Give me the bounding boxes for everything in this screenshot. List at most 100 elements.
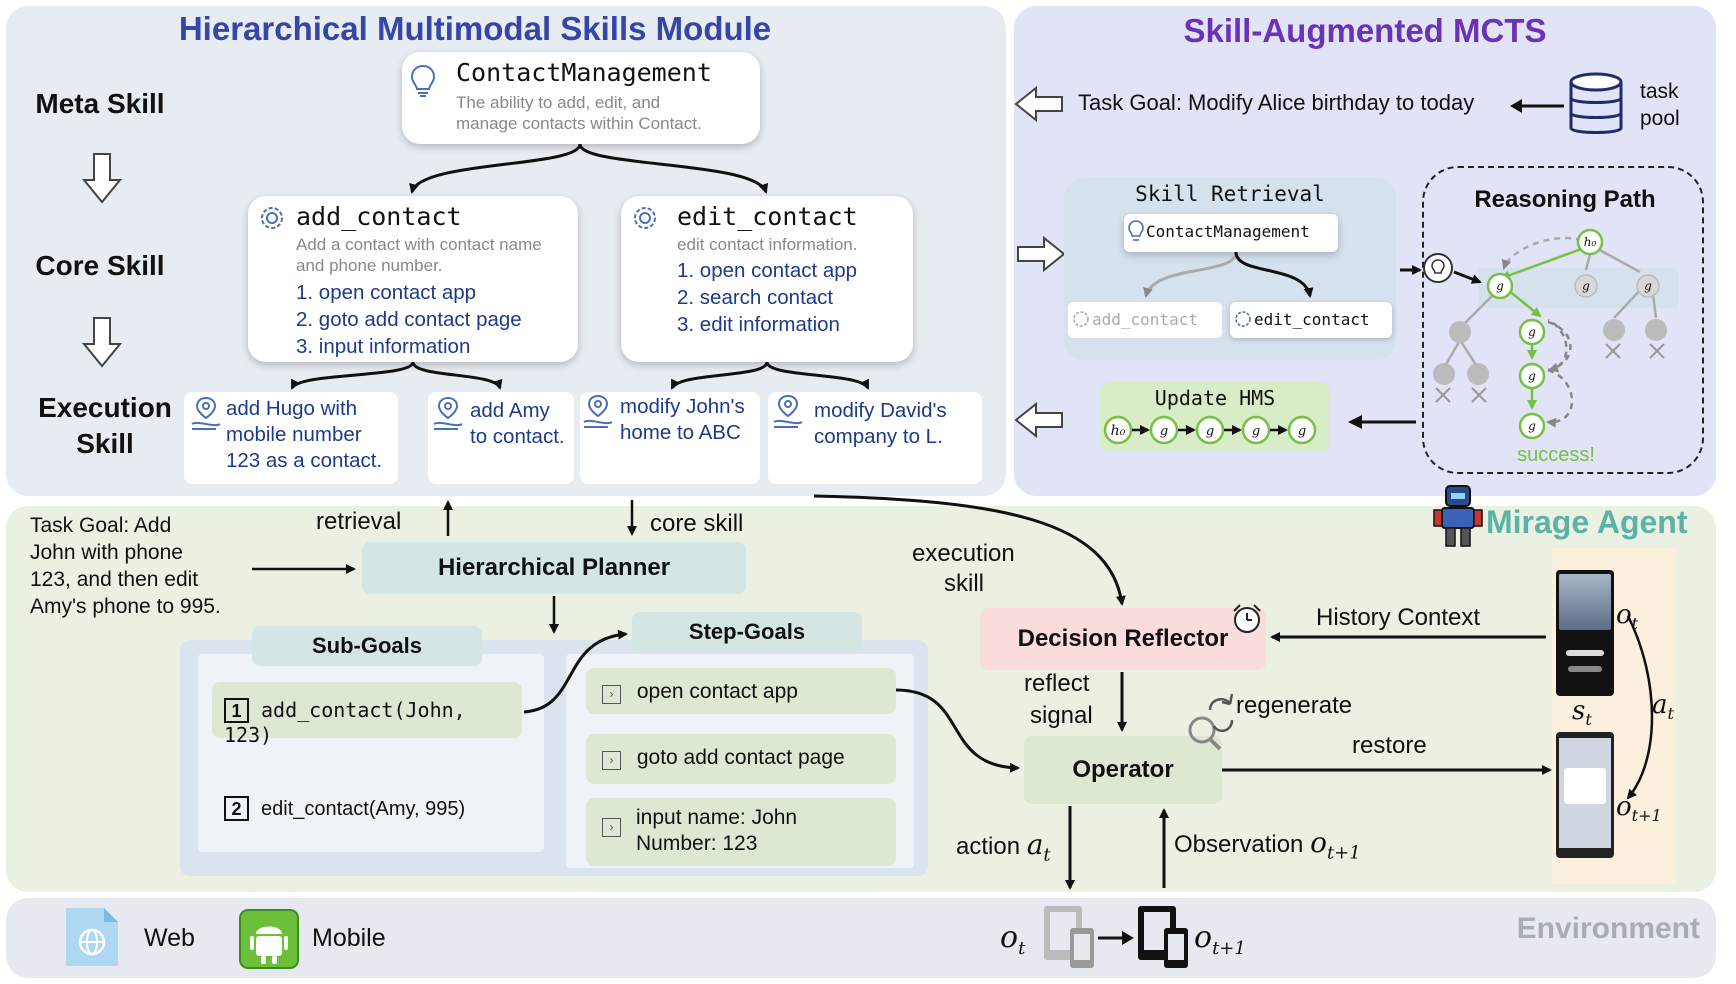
core-skill-card-add-contact: add_contact Add a contact with contact n… bbox=[248, 196, 578, 362]
svg-text:g: g bbox=[1160, 424, 1168, 439]
alarm-clock-icon bbox=[1233, 604, 1261, 633]
core-skill-step: 1. open contact app bbox=[677, 259, 858, 282]
step-chevron-icon: › bbox=[602, 751, 621, 770]
sub-goal-text: edit_contact(Amy, 995) bbox=[261, 798, 466, 820]
execution-skill-label-2: Skill bbox=[76, 428, 134, 459]
devices-icon-gray bbox=[1044, 906, 1094, 968]
reasoning-path-title: Reasoning Path bbox=[1474, 186, 1656, 213]
devices-icon-black bbox=[1138, 906, 1188, 968]
mcts-title: Skill-Augmented MCTS bbox=[1183, 12, 1547, 49]
task-pool-label-2: pool bbox=[1640, 107, 1680, 130]
skill-retrieval-title: Skill Retrieval bbox=[1135, 182, 1325, 206]
execution-skill-line: mobile number bbox=[226, 423, 362, 446]
retrieval-connectors bbox=[1143, 251, 1314, 298]
retrieval-add-contact: add_contact bbox=[1068, 302, 1222, 338]
core-skill-desc: edit contact information. bbox=[677, 235, 858, 254]
step-goals-title: Step-Goals bbox=[632, 612, 862, 652]
core-skill-step: 2. goto add contact page bbox=[296, 308, 522, 331]
agent-task-goal-line: John with phone bbox=[30, 541, 183, 564]
observation-label: Observation ot+1 bbox=[1174, 826, 1361, 864]
core-skill-desc: Add a contact with contact name bbox=[296, 235, 542, 254]
gear-icon bbox=[1235, 311, 1251, 327]
svg-text:g: g bbox=[1252, 424, 1260, 439]
sub-goals-title: Sub-Goals bbox=[252, 626, 482, 666]
execution-skill-line: modify David's bbox=[814, 399, 947, 422]
svg-text:h₀: h₀ bbox=[1584, 235, 1597, 249]
reasoning-tree: h₀ g g g g g g bbox=[1400, 228, 1678, 440]
step-chevron-icon: › bbox=[602, 685, 621, 704]
step-goal-item: › input name: John Number: 123 bbox=[586, 798, 896, 866]
left-arrow-icon bbox=[1014, 401, 1063, 439]
gear-icon bbox=[1073, 311, 1089, 327]
android-icon bbox=[239, 909, 299, 969]
svg-text:h₀: h₀ bbox=[1111, 423, 1126, 439]
task-pool-label-1: task bbox=[1640, 80, 1679, 103]
env-transition-arrow bbox=[1098, 931, 1134, 945]
operator: Operator bbox=[1024, 736, 1222, 804]
core-skill-step: 1. open contact app bbox=[296, 281, 477, 304]
svg-text:g: g bbox=[1644, 279, 1652, 293]
core-skill-step: 3. input information bbox=[296, 335, 471, 358]
lightbulb-icon bbox=[410, 64, 436, 97]
svg-text:g: g bbox=[1496, 279, 1504, 293]
retrieved-meta-skill: ContactManagement bbox=[1124, 214, 1338, 252]
history-context-label: History Context bbox=[1316, 604, 1481, 631]
task-goal-arrow bbox=[1510, 99, 1564, 113]
execution-skill-line: add Hugo with bbox=[226, 397, 358, 420]
agent-task-goal-line: Amy's phone to 995. bbox=[30, 595, 221, 618]
core-skill-step: 3. edit information bbox=[677, 313, 840, 336]
ot-label: ot bbox=[1616, 600, 1639, 634]
update-arrow bbox=[1348, 415, 1416, 429]
observation-symbol: ot+1 bbox=[1310, 826, 1361, 864]
reflect-signal-label-2: signal bbox=[1030, 702, 1093, 729]
core-skill-title: add_contact bbox=[296, 202, 462, 231]
execution-skill-line: 123 as a contact. bbox=[226, 449, 383, 472]
step-goal-text: open contact app bbox=[636, 680, 798, 703]
phone-screenshot-ot1 bbox=[1556, 732, 1614, 858]
gear-icon bbox=[634, 207, 656, 229]
lightbulb-icon bbox=[1128, 220, 1144, 241]
env-ot-label: ot bbox=[1000, 920, 1026, 959]
meta-skill-title: ContactManagement bbox=[456, 58, 712, 87]
update-hms-path: h₀ g g g g bbox=[1103, 415, 1317, 445]
action-label: action at bbox=[956, 828, 1051, 866]
svg-text:g: g bbox=[1528, 419, 1536, 433]
st-label: st bbox=[1572, 696, 1592, 730]
meta-skill-card: ContactManagement The ability to add, ed… bbox=[402, 52, 760, 144]
step-goal-item: › open contact app bbox=[586, 668, 896, 714]
mirage-agent-label: Mirage Agent bbox=[1486, 504, 1688, 540]
reasoning-path-box: Reasoning Path success! bbox=[1422, 166, 1704, 474]
execution-skill-line: modify John's bbox=[620, 395, 745, 418]
agent-task-goal-line: 123, and then edit bbox=[30, 568, 199, 591]
left-arrow-icon bbox=[1014, 85, 1063, 123]
step-chevron-icon: › bbox=[602, 818, 621, 837]
web-icon bbox=[66, 908, 118, 966]
execution-skill-card: modify David's company to L. bbox=[768, 392, 982, 484]
env-ot1-label: ot+1 bbox=[1194, 920, 1246, 959]
meta-skill-desc-2: manage contacts within Contact. bbox=[456, 114, 702, 133]
phone-screenshot-ot bbox=[1556, 570, 1614, 696]
down-arrow-icon bbox=[82, 317, 122, 368]
core-skill-label: Core Skill bbox=[35, 250, 165, 281]
magnifier-refresh-icon bbox=[1188, 693, 1234, 751]
database-icon bbox=[1569, 72, 1623, 134]
skill-retrieval-box: Skill Retrieval ContactManagement add_co… bbox=[1064, 178, 1396, 360]
svg-text:g: g bbox=[1528, 325, 1536, 339]
right-arrow-icon bbox=[1017, 235, 1066, 273]
core-skill-desc: and phone number. bbox=[296, 256, 443, 275]
core-skill-card-edit-contact: edit_contact edit contact information. 1… bbox=[621, 196, 913, 362]
agent-task-goal-line: Task Goal: Add bbox=[30, 514, 172, 537]
decision-reflector: Decision Reflector bbox=[980, 608, 1266, 670]
gear-icon bbox=[261, 207, 283, 229]
core-skill-title: edit_contact bbox=[677, 202, 858, 231]
execution-skill-label-1: Execution bbox=[38, 392, 172, 423]
location-pin-icon bbox=[772, 394, 804, 437]
down-arrow-icon bbox=[82, 153, 122, 204]
execution-skill-line: home to ABC bbox=[620, 421, 741, 444]
regenerate-label: regenerate bbox=[1236, 692, 1353, 719]
reasoning-path-success: success! bbox=[1517, 444, 1595, 466]
execution-skill-card: modify John's home to ABC bbox=[580, 392, 760, 484]
